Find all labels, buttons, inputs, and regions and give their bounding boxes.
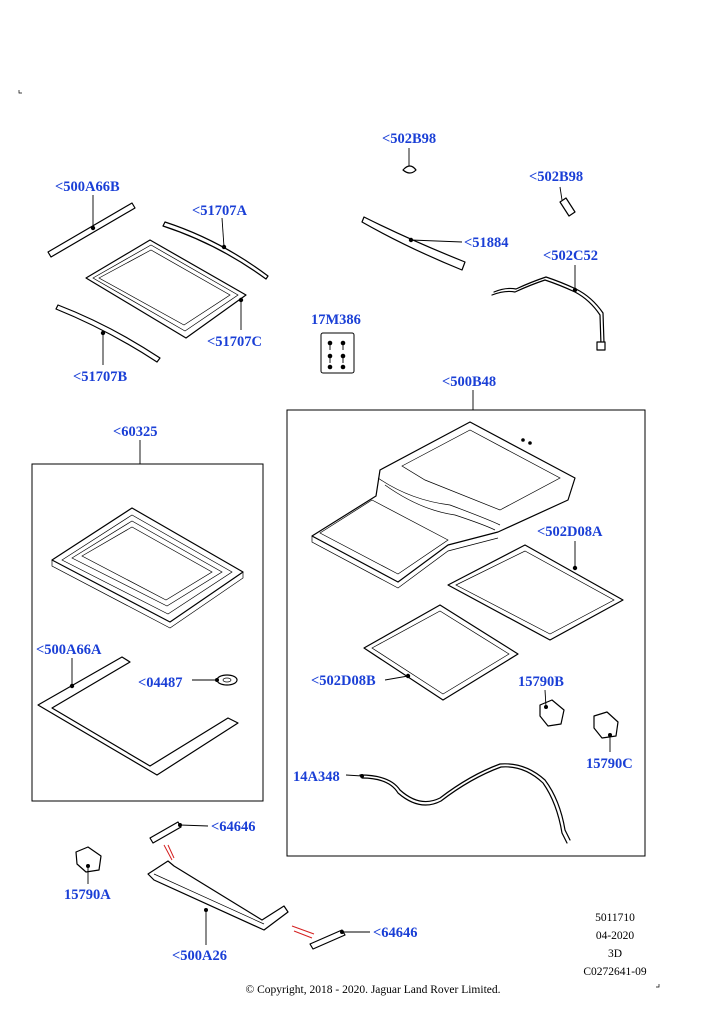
copyright: © Copyright, 2018 - 2020. Jaguar Land Ro… <box>246 984 501 996</box>
harness-14a348 <box>345 763 571 844</box>
box-500b48 <box>286 390 646 857</box>
label-64646-bottom[interactable]: <64646 <box>373 925 418 941</box>
sunroof-mechanism <box>311 421 576 589</box>
label-15790a[interactable]: 15790A <box>64 887 111 903</box>
seal-500a66a <box>37 656 239 776</box>
plug-04487 <box>192 674 238 686</box>
deflector-51884 <box>361 216 466 271</box>
clip-502b98-right <box>559 186 576 217</box>
label-500a66b[interactable]: <500A66B <box>55 179 120 195</box>
bolts-17m386 <box>320 332 355 374</box>
clip-502b98-top <box>402 148 417 174</box>
roof-opening-frame <box>51 507 244 629</box>
motor-15790b <box>539 689 565 727</box>
label-51707b[interactable]: <51707B <box>73 369 128 385</box>
label-500a66a[interactable]: <500A66A <box>36 642 102 658</box>
ref-number: 5011710 <box>595 912 635 924</box>
label-500b48[interactable]: <500B48 <box>442 374 496 390</box>
label-502b98-top[interactable]: <502B98 <box>382 131 436 147</box>
label-14a348[interactable]: 14A348 <box>293 769 340 785</box>
label-64646-top[interactable]: <64646 <box>211 819 256 835</box>
label-04487[interactable]: <04487 <box>138 675 183 691</box>
glass-frame <box>85 239 247 339</box>
shade-502d08b <box>363 604 519 701</box>
date: 04-2020 <box>596 930 635 942</box>
label-502d08b[interactable]: <502D08B <box>311 673 376 689</box>
label-60325[interactable]: <60325 <box>113 424 158 440</box>
corner-mark <box>18 90 22 94</box>
label-51707c[interactable]: <51707C <box>207 334 262 350</box>
label-17m386[interactable]: 17M386 <box>311 312 361 328</box>
trim-strip-51707a <box>162 217 269 280</box>
label-502b98-right[interactable]: <502B98 <box>529 169 583 185</box>
seal-strip-500a66b <box>47 195 136 258</box>
label-15790c[interactable]: 15790C <box>586 756 633 772</box>
harness-502c52 <box>491 265 606 351</box>
label-15790b[interactable]: 15790B <box>518 674 564 690</box>
drain-tube-64646-top <box>149 821 209 861</box>
label-502c52[interactable]: <502C52 <box>543 248 598 264</box>
box-60325 <box>31 440 264 802</box>
corner-mark <box>656 984 660 988</box>
drain-tube-64646-bottom <box>291 925 370 950</box>
label-51884[interactable]: <51884 <box>464 235 509 251</box>
view-type: 3D <box>608 948 622 960</box>
motor-15790c <box>593 711 619 752</box>
motor-15790a <box>75 846 102 884</box>
label-51707a[interactable]: <51707A <box>192 203 248 219</box>
illustration-code: C0272641-09 <box>583 966 647 978</box>
label-502d08a[interactable]: <502D08A <box>537 524 603 540</box>
drain-channel-500a26 <box>147 860 289 945</box>
shade-502d08a <box>447 541 624 641</box>
label-500a26[interactable]: <500A26 <box>172 948 227 964</box>
trim-strip-51707b <box>55 304 161 365</box>
